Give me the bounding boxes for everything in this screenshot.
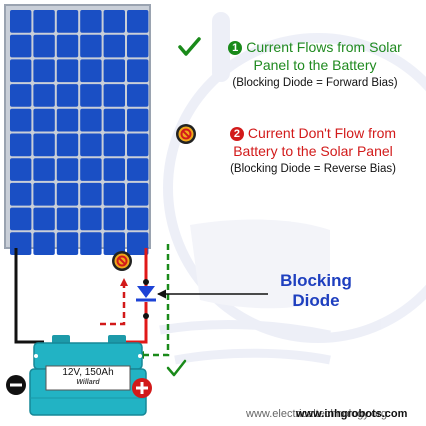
legend-1-line2: Panel to the Battery [253, 57, 377, 74]
solar-cell [103, 59, 125, 83]
overlay-website-watermark: www.inhgrobots.com [296, 408, 408, 420]
solar-cell [10, 232, 32, 255]
solar-cell [56, 133, 79, 157]
solar-cell [33, 84, 55, 107]
solar-cell [56, 10, 79, 33]
solar-cell [127, 10, 149, 33]
solar-cell [56, 207, 79, 231]
legend-2-text1: Current Don't Flow from [247, 125, 397, 141]
battery-label: 12V, 150Ah Willard [46, 367, 130, 387]
legend-2-line2: Battery to the Solar Panel [233, 143, 393, 160]
solar-cell [10, 108, 32, 132]
solar-cells [10, 10, 149, 255]
solar-cell [56, 59, 79, 83]
check-icon [178, 37, 201, 56]
solar-cell [33, 133, 55, 157]
check-icon-small [166, 359, 187, 377]
solar-cell [103, 207, 125, 231]
solar-cell [33, 158, 55, 181]
negative-wire [14, 248, 44, 344]
website-watermark: www.electricaltechnology.org [246, 408, 388, 420]
solar-cell [33, 207, 55, 231]
solar-cell [56, 232, 79, 255]
solar-cell [80, 182, 102, 206]
solar-cell [80, 133, 102, 157]
number-1-badge: 1 [228, 41, 243, 55]
solar-cell [33, 10, 55, 33]
solar-cell [127, 84, 149, 107]
legend-1-text1: Current Flows from Solar [246, 39, 402, 55]
blocking-diode-line1: Blocking [280, 271, 352, 290]
legend-1-note: (Blocking Diode = Forward Bias) [232, 77, 398, 90]
battery-brand: Willard [76, 378, 100, 386]
solar-cell [33, 182, 55, 206]
solar-cell [103, 133, 125, 157]
solar-cell [33, 232, 55, 255]
solar-cell [56, 158, 79, 181]
legend-2-note: (Blocking Diode = Reverse Bias) [230, 163, 396, 176]
solar-cell [103, 158, 125, 181]
forbidden-icon-legend [176, 124, 196, 144]
solar-cell [80, 10, 102, 33]
diode-symbol [136, 279, 156, 319]
solar-cell [10, 10, 32, 33]
solar-cell [127, 182, 149, 206]
positive-wire-bottom [126, 302, 148, 344]
solar-cell [127, 34, 149, 58]
forbidden-icon [112, 251, 132, 271]
solar-cell [127, 108, 149, 132]
solar-panel [4, 4, 151, 255]
solar-cell [80, 108, 102, 132]
solar-cell [80, 232, 102, 255]
solar-cell [103, 34, 125, 58]
solar-cell [10, 182, 32, 206]
solar-cell [103, 232, 125, 255]
solar-cell [127, 59, 149, 83]
solar-cell [10, 84, 32, 107]
positive-terminal-icon [132, 378, 152, 398]
solar-cell [33, 59, 55, 83]
solar-cell [56, 182, 79, 206]
battery-rating: 12V, 150Ah [62, 367, 114, 378]
negative-terminal-icon [6, 375, 26, 395]
solar-cell [10, 34, 32, 58]
solar-cell [103, 108, 125, 132]
solar-cell [80, 158, 102, 181]
solar-cell [80, 84, 102, 107]
solar-cell [127, 207, 149, 231]
solar-cell [56, 84, 79, 107]
forward-current-arrow [136, 244, 170, 359]
solar-cell [80, 207, 102, 231]
number-2-badge: 2 [229, 127, 244, 141]
solar-cell [33, 108, 55, 132]
solar-cell [127, 133, 149, 157]
solar-cell [127, 158, 149, 181]
solar-cell [10, 133, 32, 157]
solar-cell [80, 59, 102, 83]
solar-cell [103, 10, 125, 33]
solar-cell [10, 207, 32, 231]
solar-cell [103, 182, 125, 206]
blocking-diode-label: Blocking Diode [268, 271, 364, 312]
solar-cell [56, 34, 79, 58]
solar-cell [103, 84, 125, 107]
solar-cell [80, 34, 102, 58]
solar-cell [10, 158, 32, 181]
solar-cell [127, 232, 149, 255]
solar-cell [56, 108, 79, 132]
blocking-diode-line2: Diode [292, 291, 340, 311]
reverse-current-arrow [100, 278, 128, 326]
solar-cell [33, 34, 55, 58]
battery [29, 335, 147, 416]
solar-cell [10, 59, 32, 83]
background-watermark-graphic [159, 12, 426, 365]
